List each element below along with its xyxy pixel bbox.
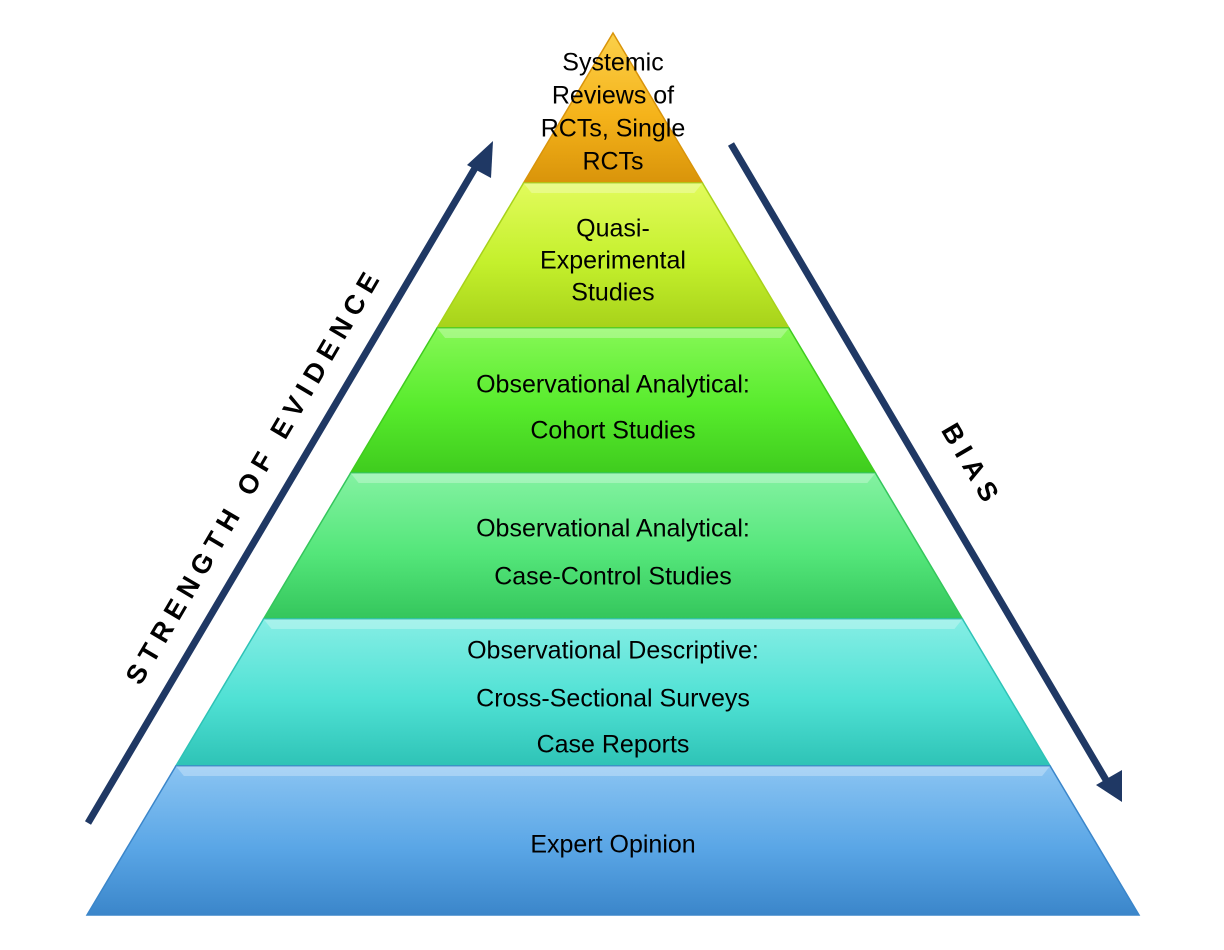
strength-arrow-shaft: [84, 161, 482, 825]
bias-label: BIAS: [935, 418, 1008, 513]
tier-label-line: Quasi-: [576, 215, 650, 243]
tier-label-line: Systemic: [562, 49, 663, 77]
tier-label-line: Reviews of: [552, 82, 674, 110]
tier-bevel-highlight: [263, 619, 963, 629]
tier-label-line: Expert Opinion: [530, 831, 695, 859]
tier-label-line: Experimental: [540, 247, 686, 275]
tier-label-line: Observational Descriptive:: [467, 637, 759, 665]
tier-expert-opinion-shape: [85, 765, 1141, 916]
tier-label-line: Case Reports: [537, 731, 690, 759]
tier-label-line: RCTs, Single: [541, 115, 686, 143]
tier-bevel-highlight: [437, 328, 789, 338]
tier-label-line: RCTs: [582, 148, 643, 176]
tier-bevel-highlight: [175, 766, 1051, 776]
tier-descriptive-studies: Observational Descriptive: Cross-Sectiona…: [174, 618, 1052, 767]
tier-cohort-studies-shape: [349, 327, 877, 474]
tier-label-line: Case-Control Studies: [494, 563, 732, 591]
tier-expert-opinion: Expert Opinion: [85, 765, 1141, 916]
tier-case-control-studies: Observational Analytical: Case-Control St…: [262, 472, 964, 620]
tier-label-line: Cross-Sectional Surveys: [476, 685, 750, 713]
tier-label-line: Observational Analytical:: [476, 515, 750, 543]
tier-cohort-studies: Observational Analytical: Cohort Studies: [349, 327, 877, 474]
tier-label-line: Observational Analytical:: [476, 371, 750, 399]
bias-arrow-shaft: [727, 142, 1110, 782]
bias-arrow-head: [1096, 770, 1122, 802]
tier-label-line: Studies: [571, 279, 654, 307]
tier-bevel-highlight: [523, 183, 703, 193]
tier-case-control-studies-shape: [262, 472, 964, 620]
strength-arrow-head: [467, 141, 493, 178]
tier-bevel-highlight: [350, 473, 876, 483]
tier-label-line: Cohort Studies: [530, 417, 695, 445]
